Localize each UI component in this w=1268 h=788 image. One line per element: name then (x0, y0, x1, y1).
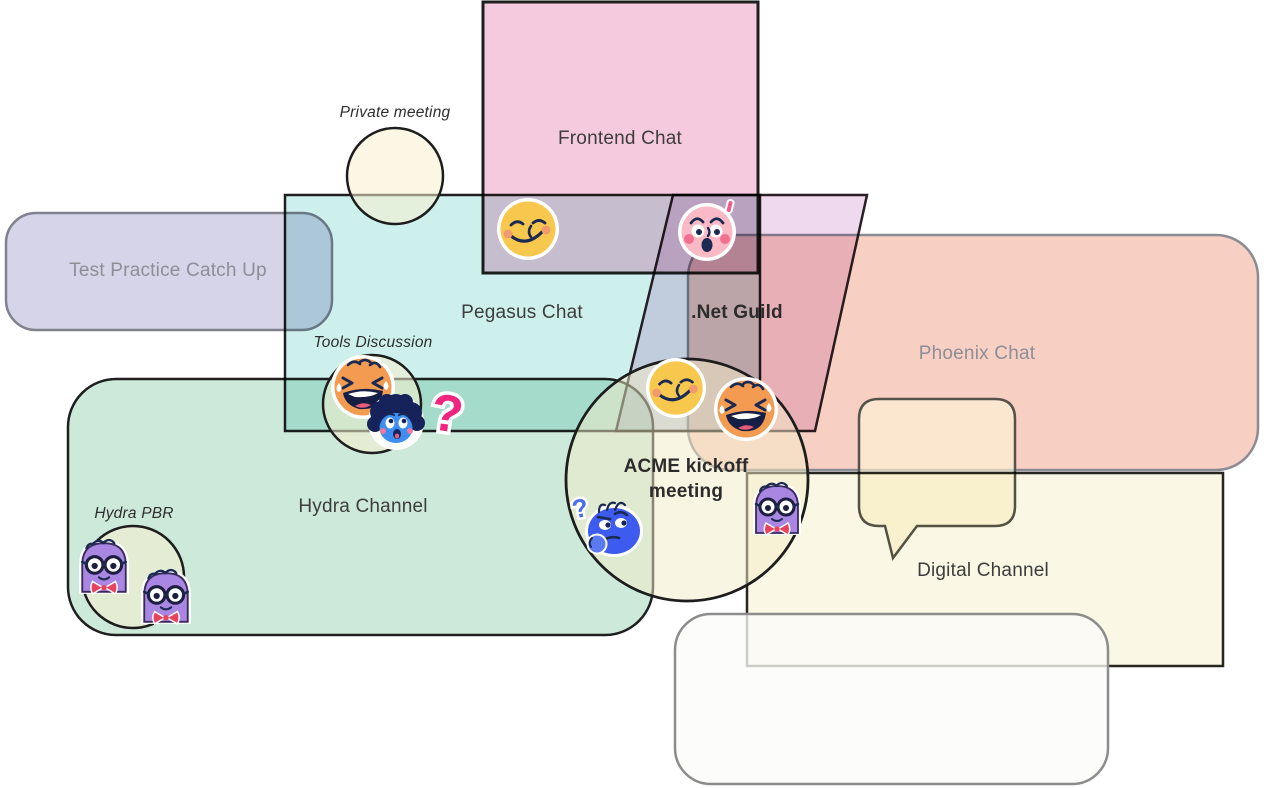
curly-haired-person-sticker[interactable] (366, 392, 426, 452)
purple-person-sticker[interactable] (750, 481, 804, 537)
relieved-face-sticker[interactable] (495, 196, 561, 262)
laughing-face-sticker[interactable] (712, 375, 780, 443)
pink-question-mark-sticker[interactable] (424, 392, 468, 450)
frontend-chat-label: Frontend Chat (557, 128, 683, 149)
test-practice-label: Test Practice Catch Up (69, 260, 267, 281)
purple-person-sticker[interactable] (137, 568, 195, 626)
surprised-face-sticker[interactable] (675, 198, 739, 264)
private-meeting-label: Private meeting (339, 104, 451, 121)
hydra-pbr-label: Hydra PBR (94, 505, 174, 522)
region-private-meeting[interactable] (345, 126, 445, 226)
digital-channel-label: Digital Channel (917, 560, 1049, 581)
acme-kickoff-label: ACME kickoff meeting (623, 455, 749, 502)
pegasus-chat-label: Pegasus Chat (461, 302, 583, 323)
hydra-channel-label: Hydra Channel (298, 496, 428, 517)
empty-panel[interactable] (673, 612, 1110, 786)
purple-person-sticker[interactable] (75, 538, 133, 596)
phoenix-chat-label: Phoenix Chat (918, 343, 1036, 364)
net-guild-label: .Net Guild (691, 302, 783, 323)
relieved-face-sticker[interactable] (644, 356, 708, 420)
tools-discussion-label: Tools Discussion (313, 334, 433, 351)
thinking-person-sticker[interactable] (570, 485, 654, 569)
